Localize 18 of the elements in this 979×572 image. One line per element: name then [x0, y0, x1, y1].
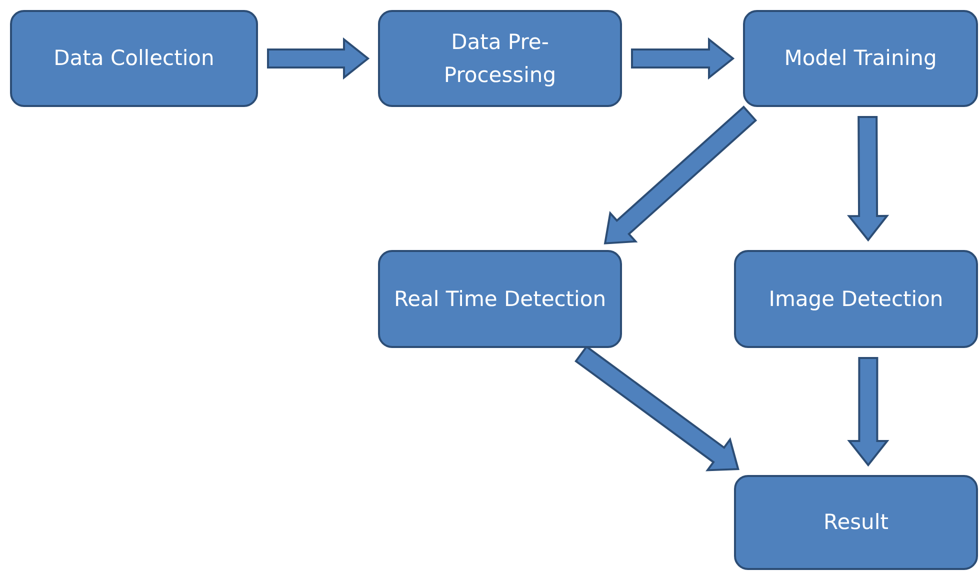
process-box	[734, 475, 978, 570]
process-box	[378, 250, 622, 348]
box-label: Real Time Detection	[394, 286, 606, 313]
block-arrow	[604, 106, 758, 244]
process-box	[378, 10, 622, 107]
box-label: Data Collection	[54, 45, 214, 72]
box-label: Image Detection	[768, 286, 944, 313]
process-box	[10, 10, 258, 107]
box-label: Model Training	[784, 45, 937, 72]
block-arrow	[631, 37, 735, 80]
block-arrow	[267, 37, 370, 80]
block-arrow	[574, 345, 740, 472]
process-box	[743, 10, 978, 107]
box-label: Data Pre- Processing	[442, 28, 558, 88]
box-label: Result	[824, 509, 888, 536]
block-arrow	[846, 116, 890, 242]
process-box	[734, 250, 978, 348]
block-arrow	[847, 357, 890, 467]
